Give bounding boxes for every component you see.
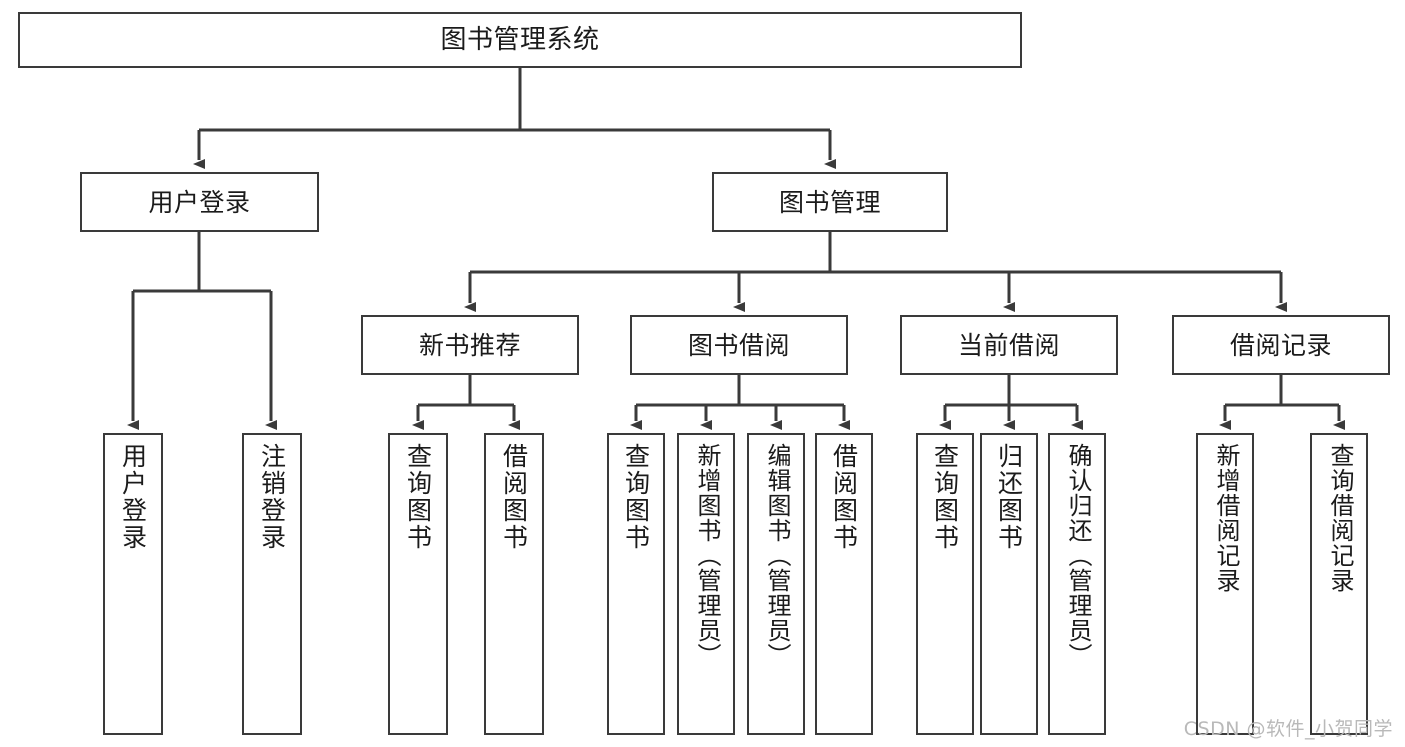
node-label: 用户登录 [148, 187, 251, 217]
node-label: 图书管理 [778, 187, 881, 217]
node-label: 归还图书 [994, 443, 1024, 551]
node-user-login[interactable]: 用户登录 [80, 172, 319, 232]
node-label: 新增图书（管理员） [692, 443, 721, 668]
node-new-book-recommendation[interactable]: 新书推荐 [361, 315, 579, 375]
watermark-text: CSDN @软件_小贺同学 [1183, 718, 1393, 740]
node-label: 注销登录 [257, 443, 287, 551]
node-leaf-return-books[interactable]: 归还图书 [980, 433, 1038, 735]
node-leaf-user-login[interactable]: 用户登录 [103, 433, 163, 735]
node-leaf-add-book-admin[interactable]: 新增图书（管理员） [677, 433, 735, 735]
node-label: 编辑图书（管理员） [762, 443, 791, 668]
node-label: 查询图书 [930, 443, 960, 551]
node-leaf-confirm-return-admin[interactable]: 确认归还（管理员） [1048, 433, 1106, 735]
node-label: 图书管理系统 [440, 24, 600, 55]
node-leaf-edit-book-admin[interactable]: 编辑图书（管理员） [747, 433, 805, 735]
node-label: 新书推荐 [418, 330, 521, 360]
node-leaf-add-borrow-record[interactable]: 新增借阅记录 [1196, 433, 1254, 735]
node-leaf-query-books-current[interactable]: 查询图书 [916, 433, 974, 735]
node-label: 借阅图书 [499, 443, 529, 551]
node-label: 图书借阅 [687, 330, 790, 360]
node-label: 当前借阅 [957, 330, 1060, 360]
node-book-borrowing[interactable]: 图书借阅 [630, 315, 848, 375]
node-label: 查询借阅记录 [1325, 443, 1354, 593]
node-leaf-query-borrow-record[interactable]: 查询借阅记录 [1310, 433, 1368, 735]
node-leaf-logout[interactable]: 注销登录 [242, 433, 302, 735]
node-root-book-management-system[interactable]: 图书管理系统 [18, 12, 1022, 68]
node-label: 确认归还（管理员） [1063, 443, 1092, 668]
node-label: 借阅图书 [829, 443, 859, 551]
node-leaf-borrow-books-rec[interactable]: 借阅图书 [484, 433, 544, 735]
node-label: 用户登录 [118, 443, 148, 551]
node-borrowing-records[interactable]: 借阅记录 [1172, 315, 1390, 375]
node-leaf-query-books-borrow[interactable]: 查询图书 [607, 433, 665, 735]
node-leaf-query-books-rec[interactable]: 查询图书 [388, 433, 448, 735]
node-current-borrowing[interactable]: 当前借阅 [900, 315, 1118, 375]
node-label: 查询图书 [403, 443, 433, 551]
node-leaf-borrow-books[interactable]: 借阅图书 [815, 433, 873, 735]
node-book-management[interactable]: 图书管理 [712, 172, 948, 232]
node-label: 借阅记录 [1229, 330, 1332, 360]
node-label: 新增借阅记录 [1211, 443, 1240, 593]
node-label: 查询图书 [621, 443, 651, 551]
